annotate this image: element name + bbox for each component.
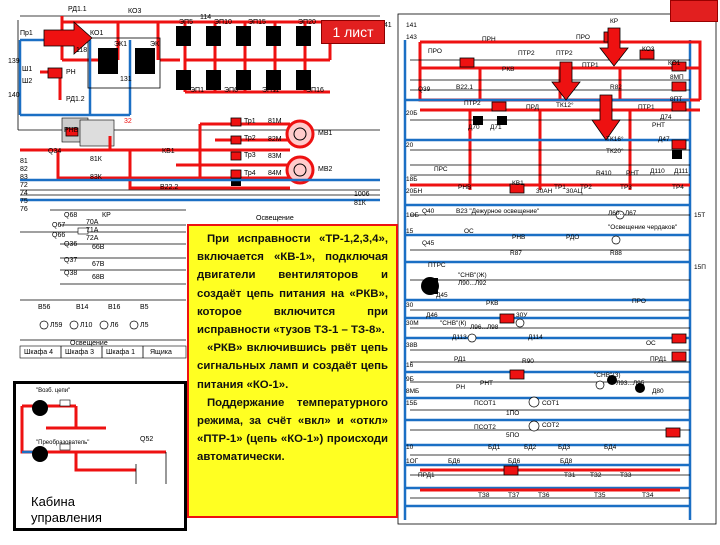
explanation-paragraph-3: Поддержание температурного режима, за сч… (197, 396, 388, 464)
cabin-wiring (20, 399, 167, 484)
sheet-badge: 1 лист (321, 20, 385, 44)
explanation-paragraph-1: При исправности «ТР-1,2,3,4», включается… (197, 233, 388, 337)
right-schematic (397, 13, 717, 525)
cabin-item: "Преобразователь" (36, 440, 90, 446)
left-schematic (17, 15, 380, 359)
corner-marker (670, 0, 718, 22)
explanation-paragraph-2: «РКВ» включившись рвёт цепь сигнальных л… (197, 342, 388, 391)
explanation-box: При исправности «ТР-1,2,3,4», включается… (187, 224, 398, 518)
cabin-switch-icon (32, 400, 48, 416)
cabin-item: "Возб. цепи" (36, 388, 71, 394)
cabin-label: Кабина управления (31, 494, 102, 525)
cabin-control-panel: "Возб. цепи" "Преобразователь" Q52 (13, 381, 187, 531)
cabin-item: Q52 (140, 436, 154, 443)
cabin-switch-icon (32, 446, 48, 462)
